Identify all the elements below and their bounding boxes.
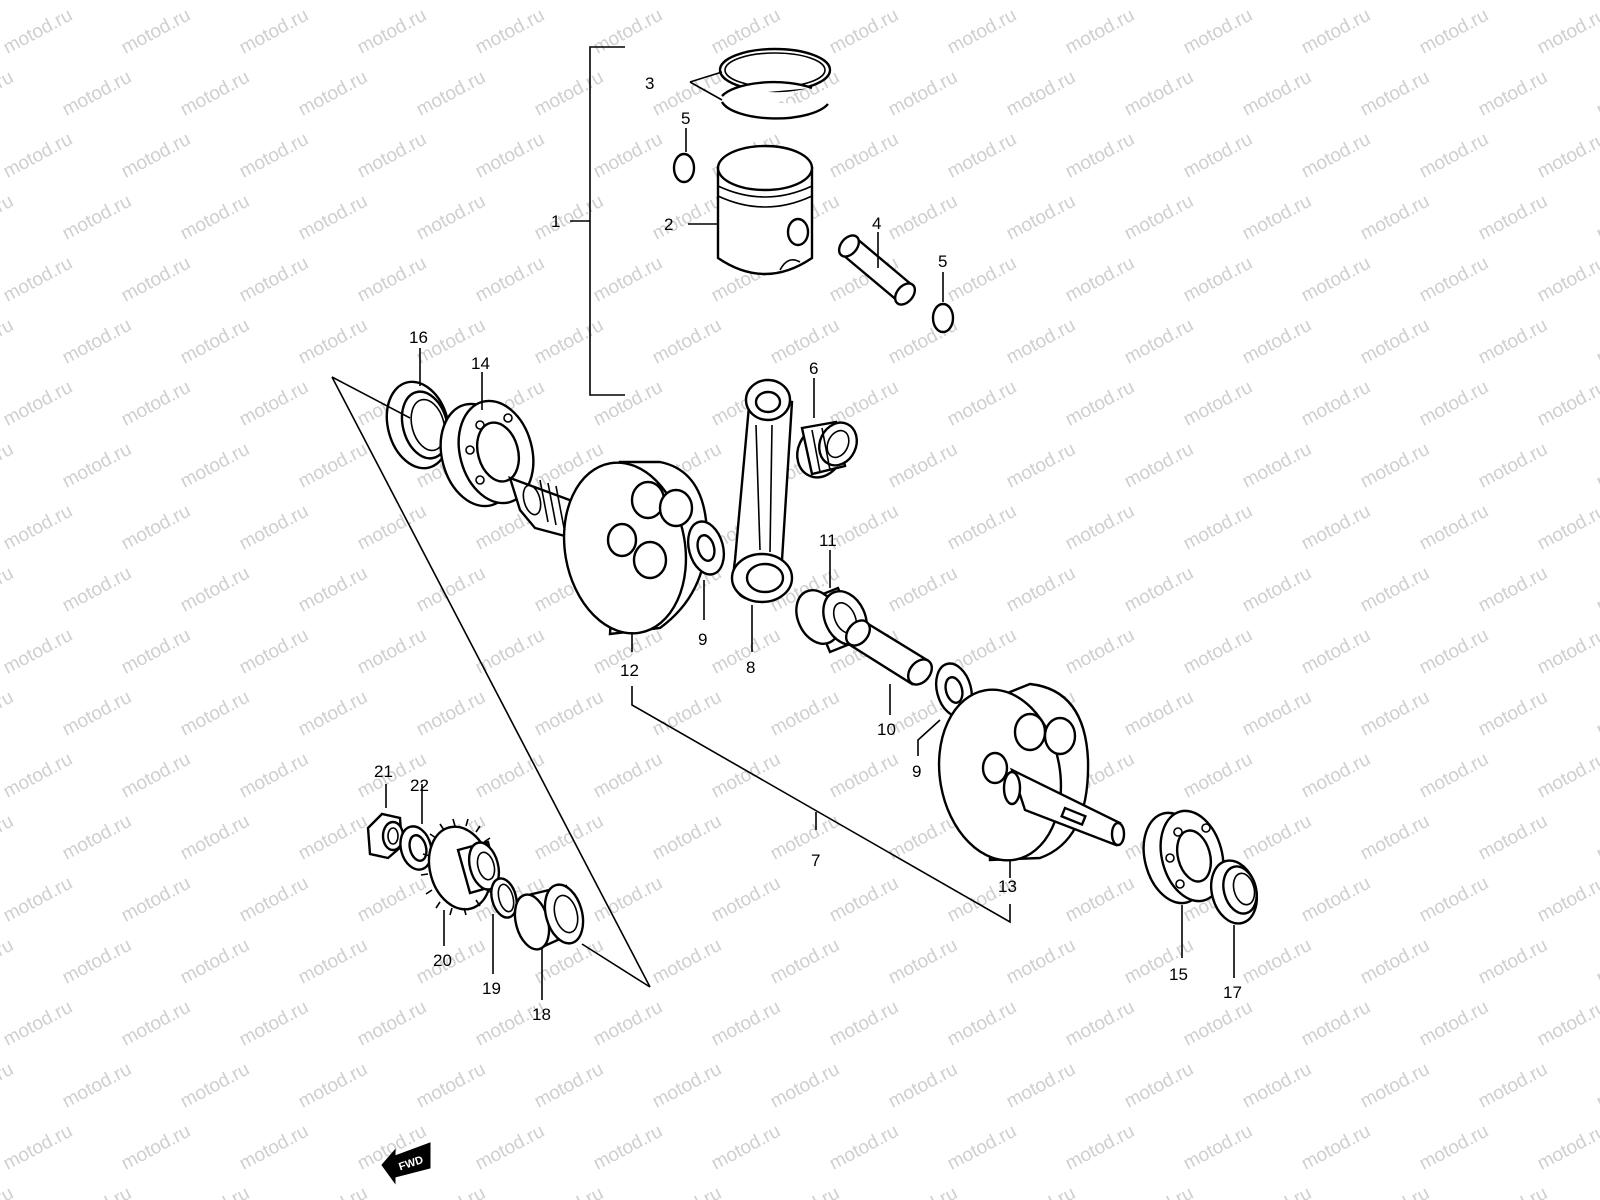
callout-16: 16 <box>409 328 428 347</box>
callout-18: 18 <box>532 1005 551 1024</box>
reference-lines <box>331 376 651 988</box>
bearing-left <box>439 372 535 508</box>
crank-web-right <box>937 682 1126 878</box>
oil-seal-right <box>1209 859 1259 978</box>
callout-8: 8 <box>746 658 755 677</box>
callout-4: 4 <box>872 214 881 233</box>
callout-13: 13 <box>998 877 1017 896</box>
piston <box>688 144 814 276</box>
callout-12: 12 <box>620 661 639 680</box>
forward-direction-arrow: FWD <box>381 1142 431 1185</box>
callout-22: 22 <box>410 776 429 795</box>
o-ring <box>490 877 518 974</box>
callout-17: 17 <box>1223 983 1242 1002</box>
callout-6: 6 <box>809 359 818 378</box>
callout-1: 1 <box>551 212 560 231</box>
callout-11: 11 <box>819 531 837 550</box>
callout-labels: 1 2 3 4 5 5 6 7 8 9 9 10 11 12 13 14 15 … <box>374 74 1242 1024</box>
thrust-washer-right <box>917 662 974 756</box>
callout-21: 21 <box>374 762 393 781</box>
small-end-needle-bearing <box>796 378 858 479</box>
callout-20: 20 <box>433 951 452 970</box>
thrust-washer-left <box>686 520 726 620</box>
piston-group-bracket <box>570 46 625 396</box>
primary-gear-washer <box>399 784 433 871</box>
callout-9-left: 9 <box>698 630 707 649</box>
connecting-rod <box>730 378 794 652</box>
callout-10: 10 <box>877 720 896 739</box>
callout-14: 14 <box>471 354 490 373</box>
primary-gear-nut <box>366 784 405 860</box>
piston-pin <box>837 232 917 306</box>
callout-15: 15 <box>1169 965 1188 984</box>
circlip-right <box>931 272 955 334</box>
crankshaft-assembly-bracket <box>631 686 1011 924</box>
crank-web-left <box>508 460 708 652</box>
callout-19: 19 <box>482 979 501 998</box>
crank-pin <box>844 619 934 715</box>
bearing-right <box>1142 809 1225 958</box>
spacer <box>513 883 585 1000</box>
piston-rings <box>689 47 832 120</box>
callout-9-right: 9 <box>912 762 921 781</box>
callout-7: 7 <box>811 851 820 870</box>
callout-2: 2 <box>664 215 673 234</box>
callout-5-right: 5 <box>938 252 947 271</box>
callout-3: 3 <box>645 74 654 93</box>
callout-5-upper: 5 <box>681 109 690 128</box>
circlip-upper <box>672 128 696 184</box>
primary-drive-gear <box>420 818 501 946</box>
